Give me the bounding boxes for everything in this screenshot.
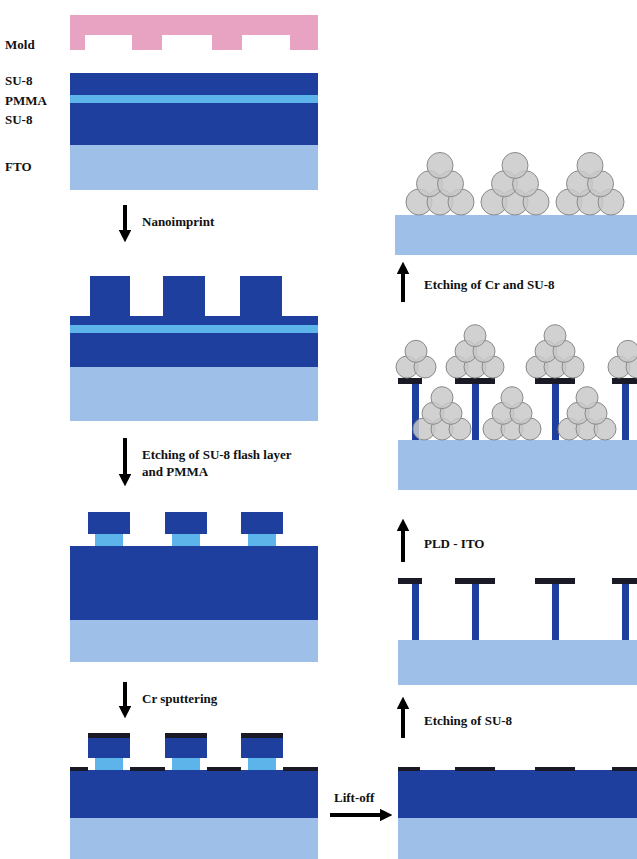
fto-substrate xyxy=(70,145,318,190)
step-label: Etching of SU-8 xyxy=(424,712,512,729)
cr-cap xyxy=(455,578,495,584)
su8-cap xyxy=(88,738,130,758)
ito-spheres xyxy=(396,152,637,440)
layer-label: SU-8 xyxy=(5,111,32,128)
step-arrow xyxy=(123,205,127,236)
cr-film xyxy=(88,733,130,738)
ito-sphere xyxy=(502,152,528,178)
step-arrow xyxy=(123,438,127,480)
pmma-post xyxy=(95,758,123,770)
su8-pillar xyxy=(240,276,282,316)
su8-stem xyxy=(622,384,629,440)
cr-cap xyxy=(455,378,495,384)
ito-sphere xyxy=(501,387,523,409)
ito-sphere xyxy=(576,387,598,409)
su8-layer xyxy=(70,73,318,95)
su8-cap xyxy=(241,512,283,534)
pmma-post xyxy=(172,534,200,546)
cr-film xyxy=(130,767,165,771)
mold xyxy=(70,15,318,50)
step-label: PLD - ITO xyxy=(424,535,484,552)
step-label: Nanoimprint xyxy=(142,213,214,230)
pmma-post xyxy=(248,534,276,546)
cr-cap xyxy=(535,578,575,584)
step-arrow xyxy=(401,525,405,562)
su8-cap xyxy=(165,512,207,534)
cr-cap xyxy=(612,378,637,384)
step-arrow xyxy=(401,268,405,302)
cr-film xyxy=(207,767,241,771)
su8-stem xyxy=(472,584,479,640)
step-arrows xyxy=(125,205,403,815)
su8-layer xyxy=(70,770,318,818)
su8-layer xyxy=(70,333,318,367)
pmma-post xyxy=(172,758,200,770)
cr-cap xyxy=(535,378,575,384)
ito-sphere xyxy=(405,340,427,362)
step-arrow xyxy=(401,703,405,738)
step-label: Etching of SU-8 flash layer and PMMA xyxy=(142,446,292,480)
fto-substrate xyxy=(398,640,637,685)
step-label: Cr sputtering xyxy=(142,690,217,707)
step-arrow xyxy=(330,813,386,817)
ito-sphere xyxy=(544,325,566,347)
fto-substrate xyxy=(70,620,318,662)
ito-sphere xyxy=(464,325,486,347)
pmma-layer xyxy=(70,95,318,103)
ito-sphere xyxy=(577,152,603,178)
ito-sphere xyxy=(431,387,453,409)
pmma-post xyxy=(95,534,123,546)
cr-film xyxy=(165,733,207,738)
su8-stem xyxy=(412,584,419,640)
cr-cap xyxy=(612,578,637,584)
su8-flash-layer xyxy=(70,316,318,325)
pmma-post xyxy=(248,758,276,770)
cr-cap xyxy=(398,378,422,384)
layer-label: SU-8 xyxy=(5,72,32,89)
cr-film xyxy=(283,767,318,771)
layers xyxy=(70,73,637,859)
cr-mask xyxy=(535,767,575,771)
su8-pillar xyxy=(163,276,205,316)
cr-film xyxy=(241,733,283,738)
su8-stem xyxy=(622,584,629,640)
fto-substrate xyxy=(398,440,637,490)
layer-label: Mold xyxy=(5,36,35,53)
layer-label: PMMA xyxy=(5,92,47,109)
cr-mask xyxy=(398,767,420,771)
su8-layer xyxy=(398,770,637,818)
fto-substrate xyxy=(398,818,637,859)
step-arrow xyxy=(123,682,127,712)
cr-mask xyxy=(612,767,637,771)
cr-film xyxy=(70,767,88,771)
fto-substrate xyxy=(70,367,318,421)
pmma-layer xyxy=(70,325,318,333)
su8-stem xyxy=(472,384,479,440)
ito-sphere xyxy=(617,340,637,362)
ito-sphere xyxy=(427,152,453,178)
su8-pillar xyxy=(90,276,130,316)
cr-cap xyxy=(398,578,422,584)
cr-mask xyxy=(455,767,495,771)
layer-label: FTO xyxy=(5,158,32,175)
su8-stem xyxy=(552,584,559,640)
step-label: Etching of Cr and SU-8 xyxy=(424,276,555,293)
su8-layer xyxy=(70,546,318,620)
fto-substrate xyxy=(70,818,318,859)
su8-cap xyxy=(88,512,130,534)
su8-layer xyxy=(70,103,318,145)
su8-cap xyxy=(165,738,207,758)
su8-cap xyxy=(241,738,283,758)
fto-substrate xyxy=(395,215,637,255)
step-label: Lift-off xyxy=(334,789,374,806)
